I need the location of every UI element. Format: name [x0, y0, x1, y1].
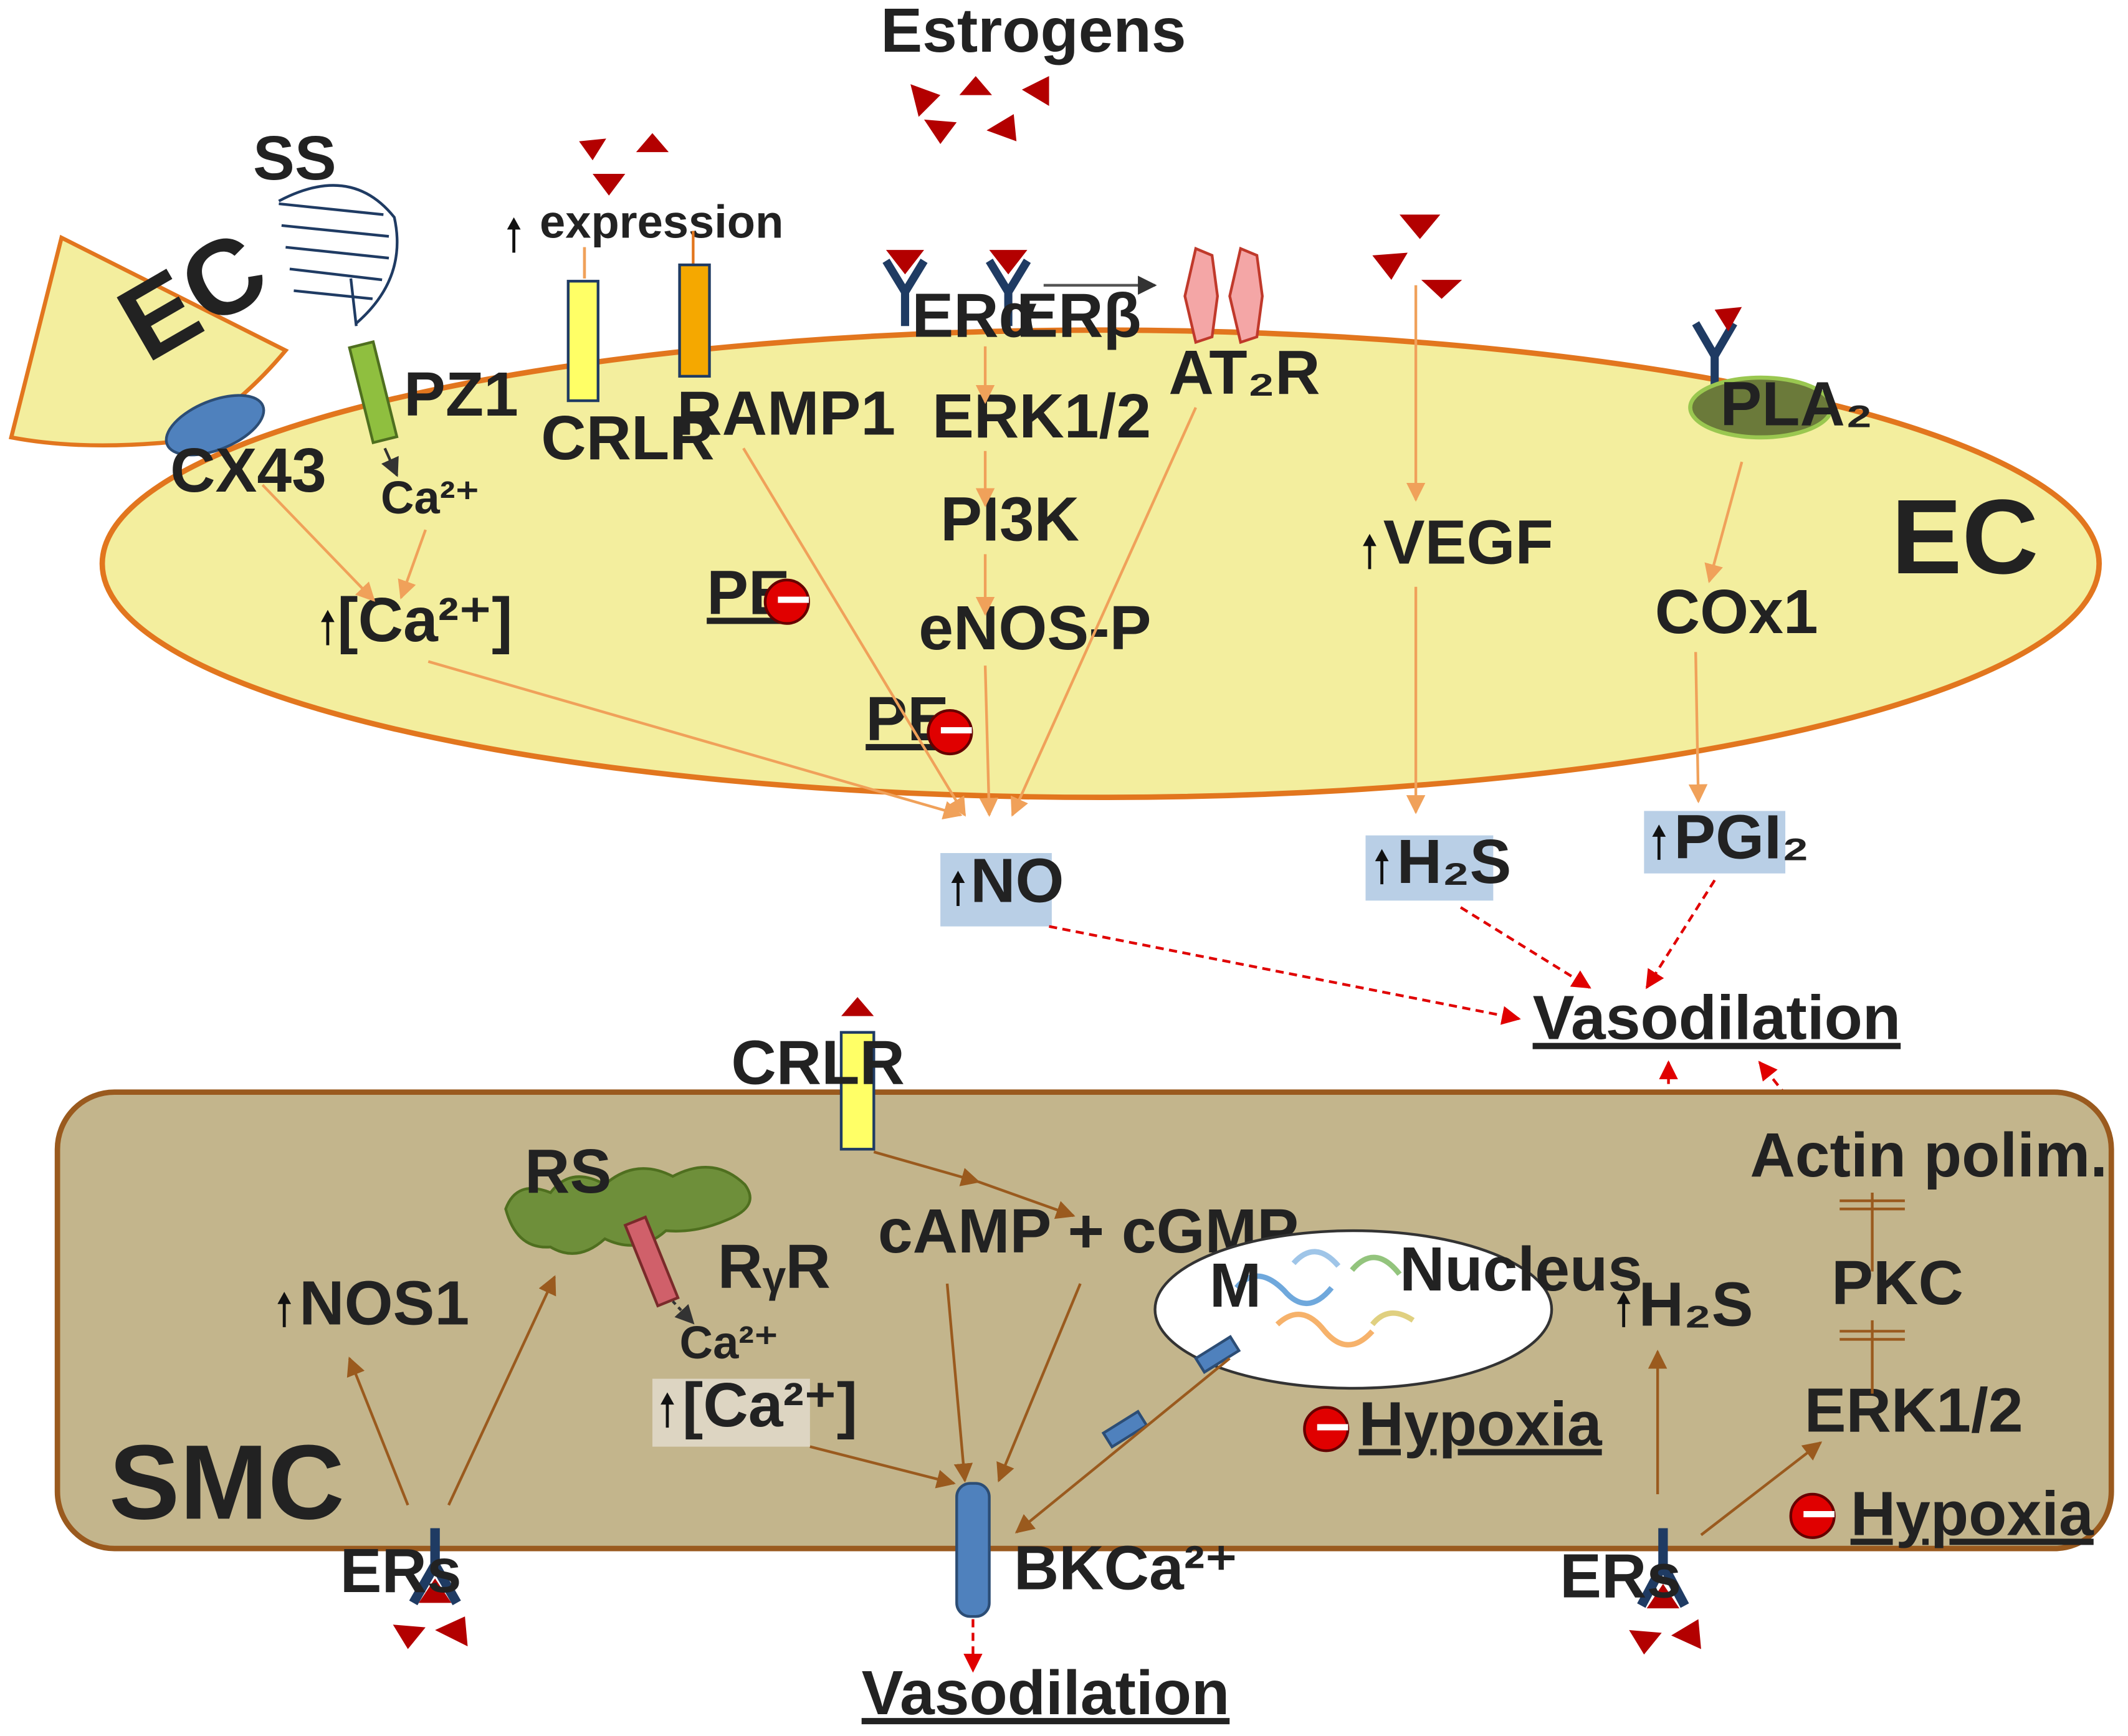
- ramp1-receptor: [678, 263, 711, 378]
- ca-smc-box: [652, 1378, 810, 1447]
- pgi2-box: [1644, 811, 1786, 874]
- pgi2-label: PGI₂: [1674, 803, 1809, 872]
- pkc-erk-inhibition-lines: [1839, 1193, 1905, 1394]
- er-beta-receptor: [986, 259, 1031, 327]
- inhibit-icon: [1789, 1492, 1836, 1539]
- hypoxia-label-2: Hypoxia: [1851, 1479, 2094, 1548]
- inhibit-icon: [1303, 1406, 1350, 1452]
- nucleus: [1153, 1229, 1553, 1390]
- h2s-smc-label: H₂S: [1639, 1270, 1753, 1340]
- pla2-label: PLA₂: [1720, 369, 1873, 439]
- ss-label: SS: [253, 123, 336, 193]
- nucleus-label: Nucleus: [1400, 1234, 1643, 1304]
- estrogens-label: Estrogens: [880, 0, 1186, 65]
- erk-ec-label: ERK1/2: [932, 381, 1151, 451]
- pz1-channel: [348, 340, 399, 445]
- at2r-label: AT₂R: [1168, 338, 1320, 408]
- ers-right-label: ERs: [1560, 1542, 1681, 1611]
- pla2-enzyme: [1688, 375, 1834, 440]
- ec-pathway-arrows: [261, 247, 1744, 820]
- enos-label: eNOS-P: [918, 593, 1151, 663]
- pz1-label: PZ1: [404, 360, 518, 429]
- pz1-ca-label: Ca²⁺: [381, 472, 480, 523]
- ramp1-label: RAMP1: [677, 379, 895, 449]
- smc-pathway-arrows: [346, 1150, 1823, 1537]
- cx43-connexin: [165, 394, 265, 457]
- cox1-label: COx1: [1655, 577, 1818, 647]
- minus-glyph: –: [1801, 1475, 1836, 1545]
- inhibit-icon: [763, 578, 810, 625]
- h2s-ec-box: [1365, 835, 1494, 901]
- ryr-ca-arrow: [672, 1300, 695, 1325]
- vegf-label: VEGF: [1383, 508, 1553, 578]
- bkca-label: BKCa²⁺: [1014, 1533, 1238, 1603]
- cytosolic-bk-vesicle: [1101, 1409, 1149, 1449]
- er-alpha-receptor: [882, 259, 928, 327]
- sarcoplasmic-reticulum: [504, 1165, 751, 1255]
- er-alpha-label: ERα: [912, 281, 1037, 351]
- crlr-smc-label: CRLR: [731, 1028, 904, 1098]
- minus-glyph: –: [776, 561, 811, 631]
- ers-left-label: ERs: [340, 1536, 462, 1606]
- er-beta-label: ERβ: [1016, 281, 1141, 351]
- bkca-channel: [955, 1482, 991, 1618]
- ca-smc-label: [Ca²⁺]: [682, 1370, 857, 1440]
- pkc-label: PKC: [1831, 1248, 1963, 1318]
- ryr-label: RᵧR: [718, 1232, 831, 1302]
- inhibit-icon: [927, 708, 973, 756]
- ec-main-label: EC: [1891, 478, 2038, 596]
- cx43-label: CX43: [170, 436, 327, 505]
- crlr-receptor-ec: [566, 280, 599, 403]
- chromatin-icon: [1234, 1249, 1415, 1348]
- ryr-channel: [623, 1215, 680, 1308]
- at2r-receptor-left: [1183, 246, 1219, 345]
- ca-ec-label: [Ca²⁺]: [337, 585, 512, 655]
- at2r-receptor-right: [1228, 246, 1264, 345]
- up-arrow-icon: [507, 217, 521, 253]
- ers-receptor-right: [1637, 1528, 1689, 1608]
- smc-label: SMC: [109, 1423, 345, 1542]
- actin-label: Actin polim.: [1750, 1120, 2107, 1190]
- vasodilation-bottom-label: Vasodilation: [862, 1658, 1230, 1728]
- minus-glyph: –: [1315, 1388, 1350, 1457]
- minus-glyph: –: [939, 691, 974, 761]
- hypoxia-label-1: Hypoxia: [1359, 1389, 1603, 1459]
- shear-stress-icon: [278, 184, 399, 327]
- crlr-receptor-smc: [839, 1031, 876, 1151]
- erk-smc-label: ERK1/2: [1805, 1376, 2023, 1446]
- h2s-ec-label: H₂S: [1397, 827, 1512, 897]
- expression-label: expression: [540, 196, 783, 247]
- crlr-ec-label: CRLR: [541, 403, 714, 473]
- ers-receptor-left: [409, 1528, 461, 1606]
- no-label: NO: [970, 846, 1064, 915]
- membrane-bk-vesicle: [1193, 1335, 1241, 1375]
- endothelial-cell-main: [99, 327, 2102, 801]
- nos1-label: NOS1: [299, 1268, 469, 1338]
- pz1-ca-arrow: [381, 447, 399, 477]
- rs-label: RS: [525, 1137, 611, 1206]
- ca-rs-label: Ca²⁺: [680, 1317, 779, 1368]
- m-label: M: [1210, 1251, 1262, 1320]
- pi3k-label: PI3K: [940, 485, 1079, 555]
- vasodilation-top-label: Vasodilation: [1533, 983, 1901, 1053]
